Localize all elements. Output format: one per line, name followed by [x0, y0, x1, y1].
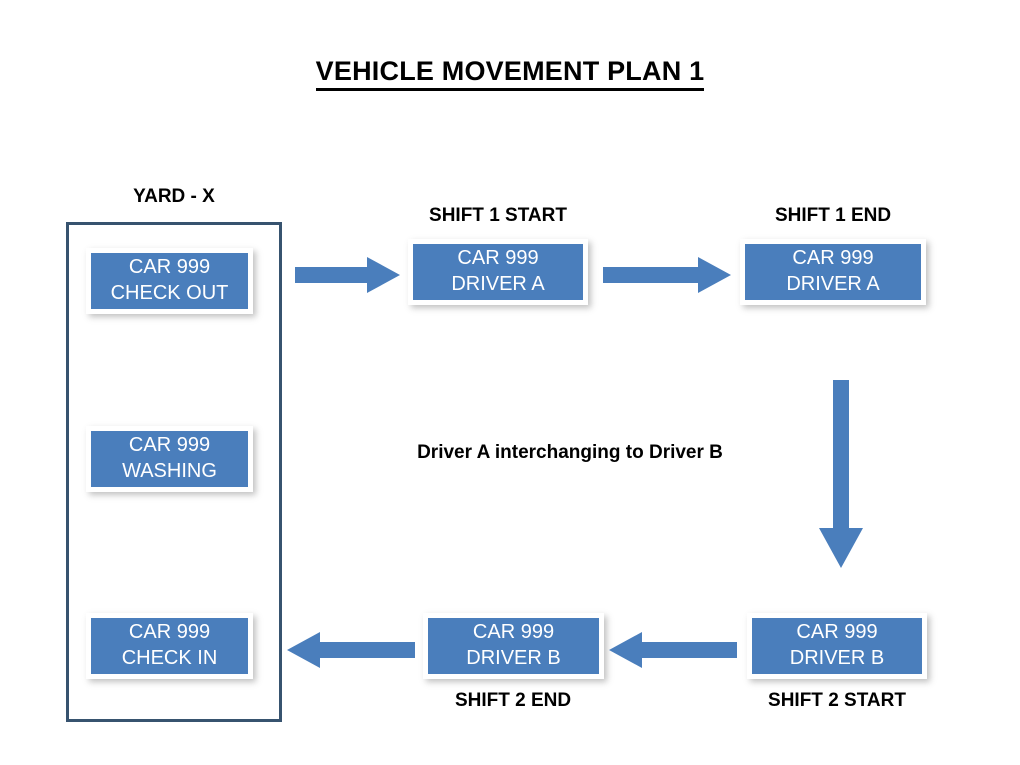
node-line-2: DRIVER A	[786, 273, 880, 295]
caption-shift-2-end: SHIFT 2 END	[454, 690, 572, 711]
caption-shift-1-start: SHIFT 1 START	[429, 205, 567, 226]
node-line-1: CAR 999	[128, 256, 211, 279]
arrow-left-shift2end-to-checkin	[287, 630, 415, 670]
arrow-right-checkout-to-shift1start	[295, 255, 400, 295]
node-line-2: CHECK OUT	[110, 282, 229, 304]
node-line-2: CHECK IN	[121, 647, 218, 669]
node-shift-1-end[interactable]: CAR 999 DRIVER A	[740, 239, 926, 305]
page-title: VEHICLE MOVEMENT PLAN 1	[0, 56, 1020, 91]
node-line-1: CAR 999	[128, 621, 211, 644]
interchange-note: Driver A interchanging to Driver B	[417, 442, 723, 463]
node-yard-washing[interactable]: CAR 999 WASHING	[86, 426, 253, 492]
yard-label: YARD - X	[133, 186, 215, 207]
arrow-down-shift1end-to-shift2start	[816, 380, 866, 568]
arrow-right-shift1start-to-shift1end	[603, 255, 731, 295]
node-line-1: CAR 999	[472, 621, 555, 644]
node-line-2: DRIVER B	[466, 647, 561, 669]
node-line-2: WASHING	[122, 460, 217, 482]
arrow-left-shift2start-to-shift2end	[609, 630, 737, 670]
node-yard-check-out[interactable]: CAR 999 CHECK OUT	[86, 248, 253, 314]
node-line-2: DRIVER B	[789, 647, 885, 669]
node-yard-check-in[interactable]: CAR 999 CHECK IN	[86, 613, 253, 679]
node-line-1: CAR 999	[457, 247, 539, 270]
node-shift-2-start[interactable]: CAR 999 DRIVER B	[747, 613, 927, 679]
caption-shift-2-start: SHIFT 2 START	[768, 690, 906, 711]
page-title-text: VEHICLE MOVEMENT PLAN 1	[315, 56, 705, 91]
node-shift-1-start[interactable]: CAR 999 DRIVER A	[408, 239, 588, 305]
node-line-1: CAR 999	[796, 621, 878, 644]
node-shift-2-end[interactable]: CAR 999 DRIVER B	[423, 613, 604, 679]
caption-shift-1-end: SHIFT 1 END	[774, 205, 892, 226]
node-line-2: DRIVER A	[451, 273, 545, 295]
node-line-1: CAR 999	[128, 434, 211, 457]
node-line-1: CAR 999	[792, 247, 874, 270]
